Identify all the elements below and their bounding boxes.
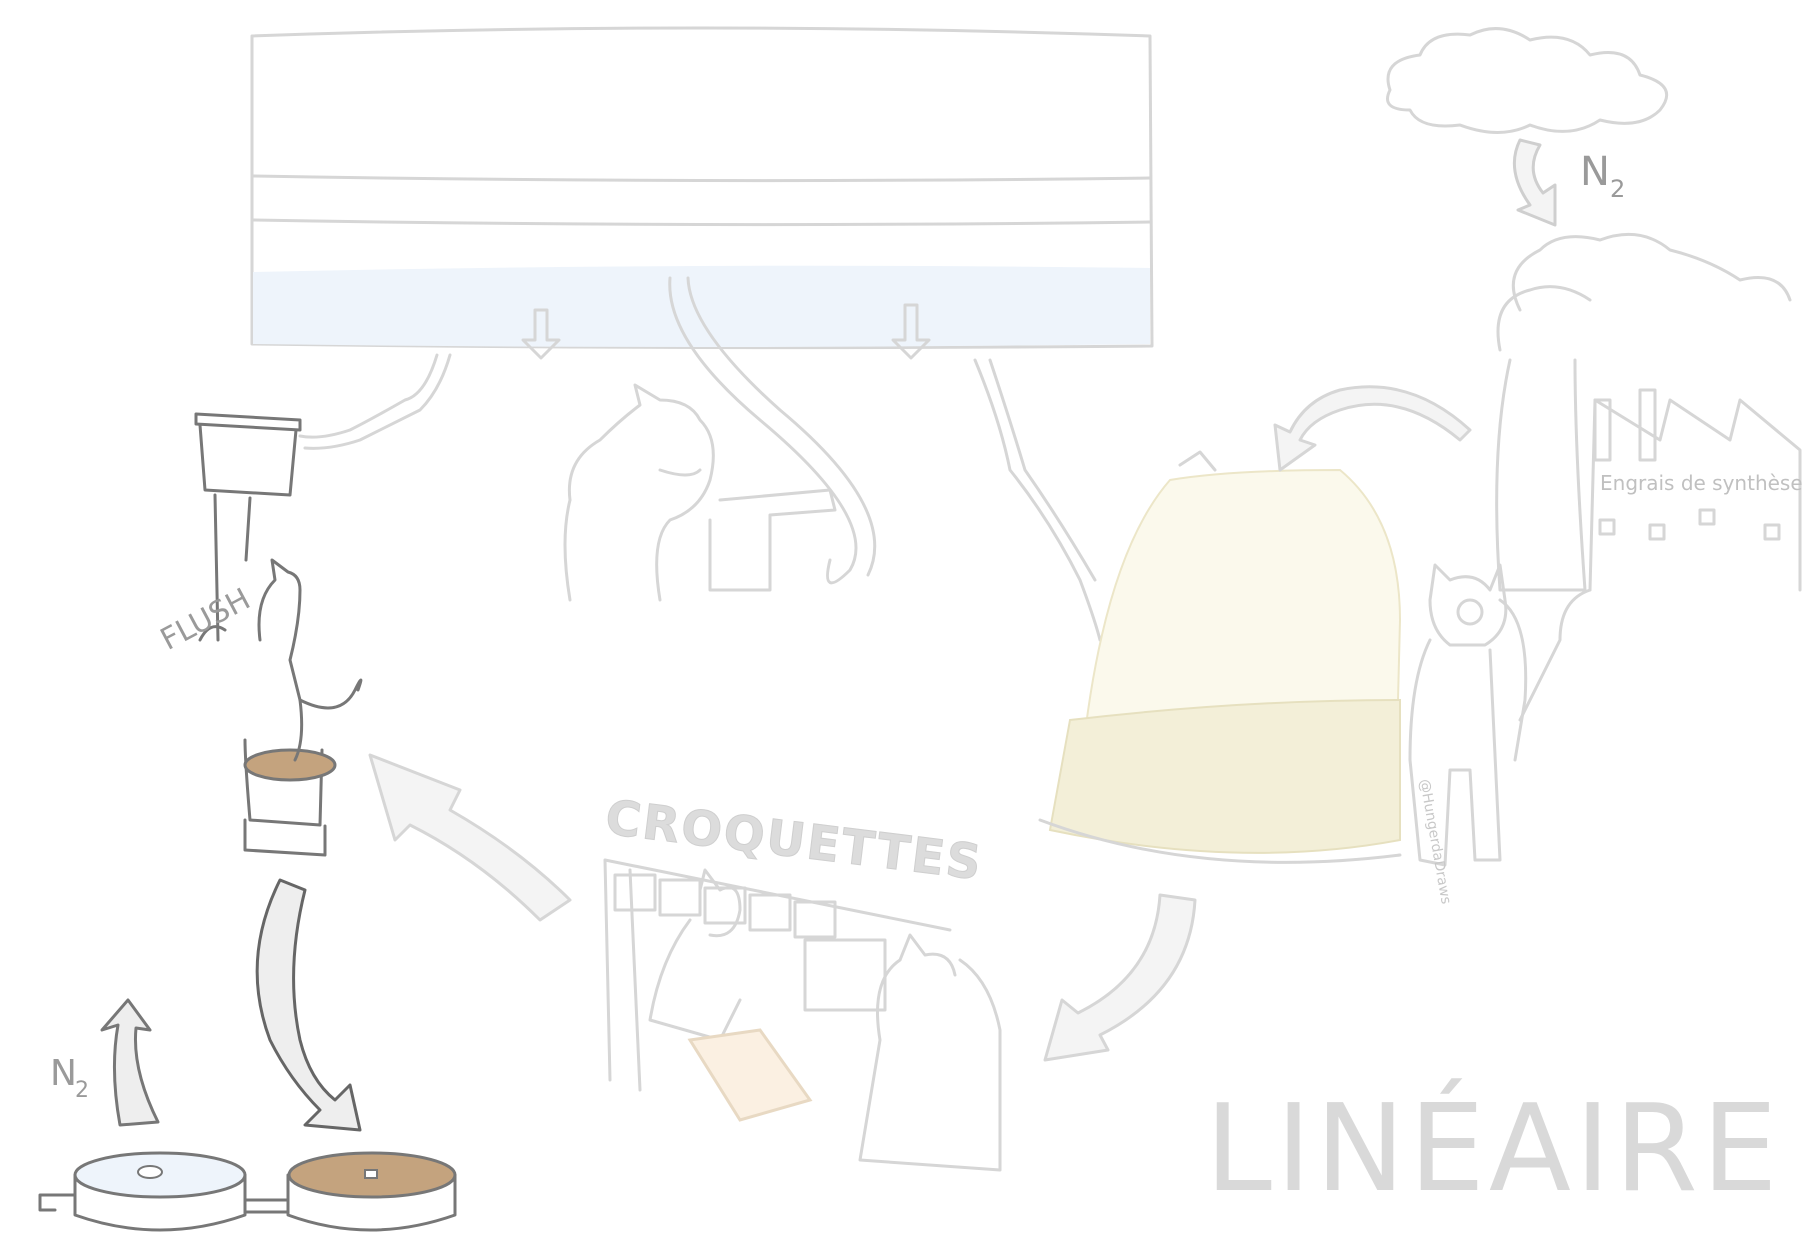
n2-arrow-top: N 2 xyxy=(1514,140,1625,225)
n2-bottom-subscript: 2 xyxy=(75,1078,89,1103)
crop-field xyxy=(1040,452,1400,862)
n2-top-label: N xyxy=(1580,149,1610,195)
lineaire-title: LINÉAIRE xyxy=(1205,1079,1782,1219)
n2-bottom-label: N xyxy=(50,1053,77,1094)
arrow-croquettes-to-toilet xyxy=(370,755,570,920)
water-reservoir xyxy=(252,28,1152,583)
cloud xyxy=(1388,29,1667,133)
n2-arrow-bottom: N 2 xyxy=(50,1000,158,1125)
treatment-tanks xyxy=(40,1153,455,1230)
cat-at-sink xyxy=(565,385,835,600)
factory-label: Engrais de synthèse xyxy=(1600,471,1803,495)
croquettes-factory xyxy=(605,860,1000,1170)
flush-label: FLUSH xyxy=(155,582,256,658)
n2-top-subscript: 2 xyxy=(1610,175,1625,203)
croquettes-label: CROQUETTES xyxy=(602,790,986,892)
arrow-toilet-to-tanks xyxy=(257,880,360,1130)
arrow-factory-to-field xyxy=(1275,387,1470,470)
toilet-with-cat xyxy=(196,414,361,855)
arrow-field-to-croquettes xyxy=(1045,895,1195,1060)
